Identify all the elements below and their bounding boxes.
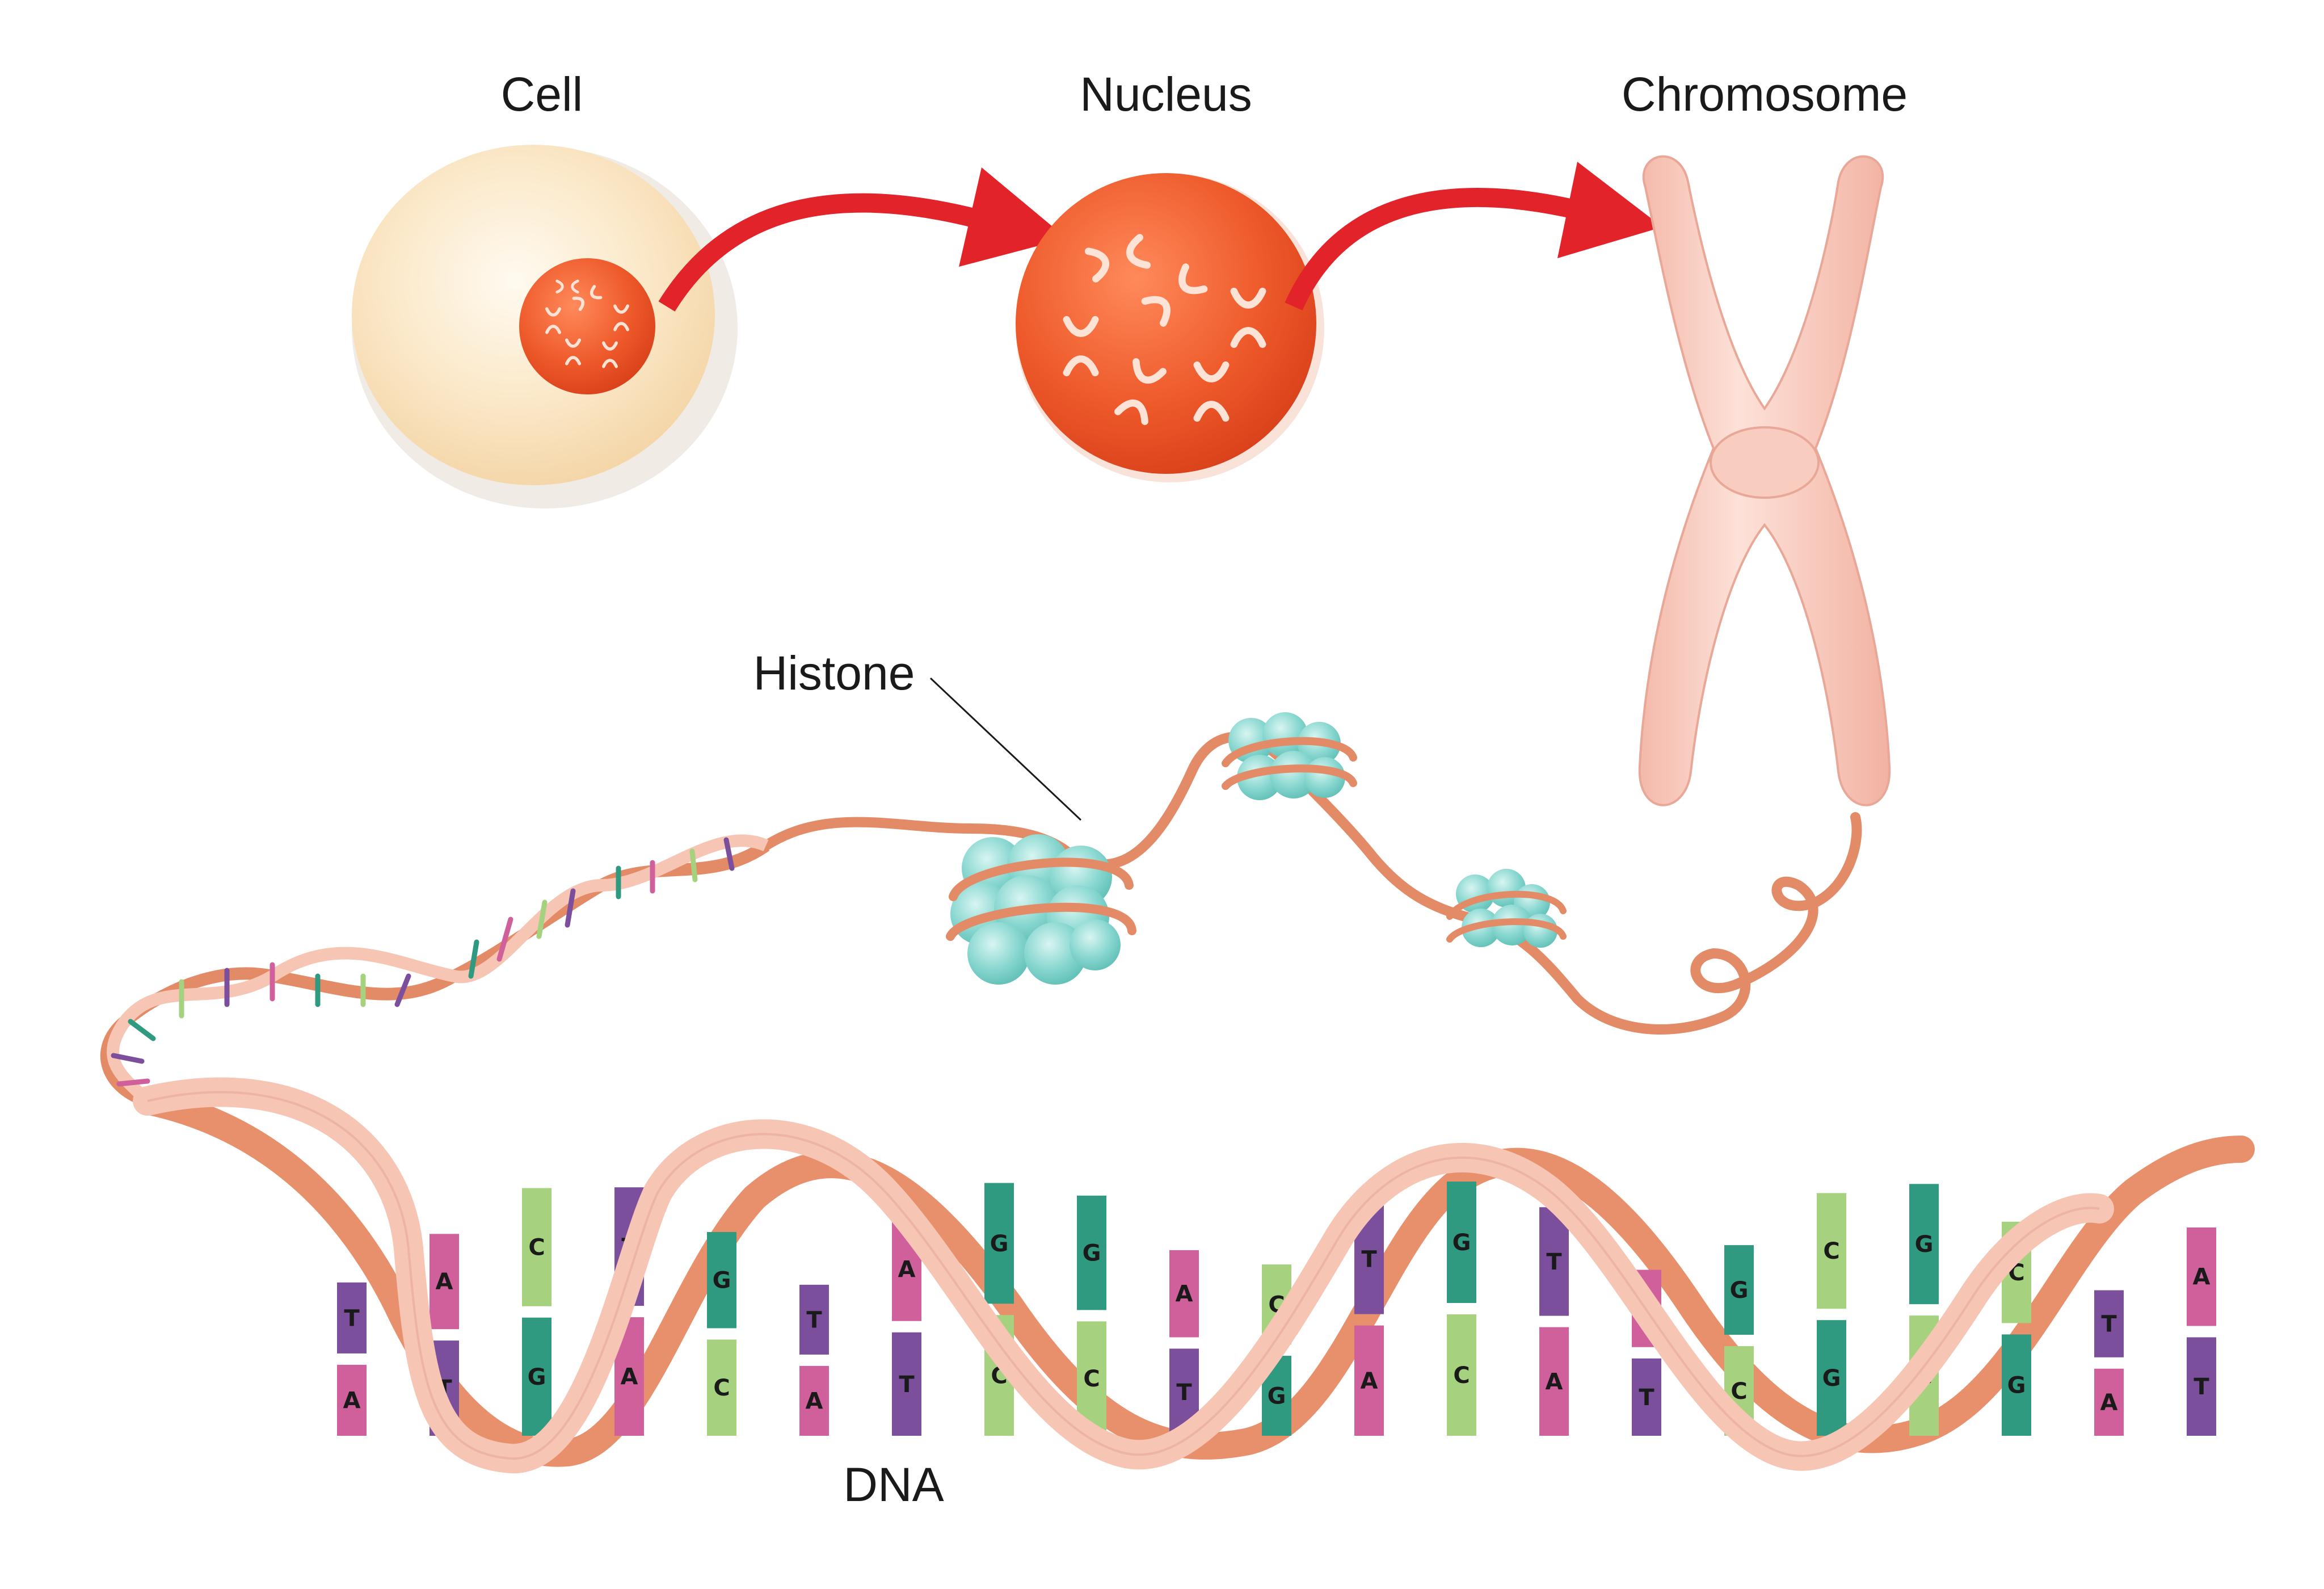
base-letter: A <box>2100 1390 2118 1416</box>
base-T <box>1539 1207 1569 1316</box>
base-pair: TA <box>2094 1290 2124 1436</box>
base-letter: C <box>1453 1363 1470 1389</box>
base-G <box>1724 1245 1754 1335</box>
base-letter: A <box>806 1388 823 1414</box>
base-pair: TA <box>799 1284 829 1436</box>
base-letter: G <box>2007 1373 2026 1399</box>
base-pair: CG <box>1817 1193 1846 1436</box>
base-letter: G <box>1730 1277 1749 1304</box>
base-letter: C <box>528 1235 545 1261</box>
base-letter: A <box>343 1388 361 1414</box>
histone-small <box>1446 869 1567 948</box>
base-letter: T <box>2101 1311 2117 1338</box>
base-letter: G <box>1915 1231 1934 1258</box>
base-pair: TA <box>1539 1207 1569 1436</box>
base-letter: T <box>1639 1385 1654 1411</box>
cell-label: Cell <box>501 68 583 121</box>
base-A <box>430 1234 459 1330</box>
base-G <box>1447 1182 1476 1304</box>
base-letter: T <box>344 1305 360 1331</box>
base-pair: AT <box>2187 1227 2216 1436</box>
base-letter: A <box>621 1364 638 1390</box>
nucleus <box>1016 173 1324 482</box>
base-pair: TA <box>337 1282 367 1436</box>
base-letter: G <box>713 1268 731 1294</box>
base-letter: G <box>1268 1384 1286 1410</box>
base-T <box>2094 1290 2124 1357</box>
base-G <box>707 1231 736 1329</box>
histone-label: Histone <box>753 646 915 700</box>
dna-label: DNA <box>843 1458 944 1511</box>
base-C <box>522 1188 551 1306</box>
base-letter: T <box>2194 1374 2209 1400</box>
base-A <box>799 1365 829 1436</box>
chromosome-label: Chromosome <box>1622 68 1908 121</box>
base-T <box>892 1332 921 1436</box>
base-A <box>337 1364 367 1436</box>
histone-large <box>946 834 1136 985</box>
dna-thin-coil <box>100 834 770 1107</box>
base-letter: T <box>806 1307 822 1333</box>
base-letter: G <box>990 1231 1009 1257</box>
histone-medium <box>1222 712 1357 800</box>
base-T <box>1632 1358 1661 1436</box>
base-G <box>522 1317 551 1436</box>
base-letter: C <box>713 1375 730 1401</box>
base-pair: AT <box>1169 1250 1199 1436</box>
base-A <box>1539 1327 1569 1436</box>
base-letter: T <box>1546 1249 1562 1275</box>
arrow-nucleus-to-chromosome <box>1285 162 1662 310</box>
cell-nucleus <box>519 258 655 394</box>
base-C <box>1447 1314 1476 1436</box>
base-letter: T <box>1361 1246 1377 1272</box>
nucleus-label: Nucleus <box>1080 68 1252 121</box>
chromosome <box>1638 155 1891 806</box>
base-letter: G <box>1822 1365 1841 1392</box>
base-G <box>1909 1184 1939 1305</box>
base-A <box>1354 1325 1384 1436</box>
base-letter: G <box>1452 1230 1471 1256</box>
base-letter: G <box>528 1364 546 1390</box>
dna-helix: TAATCGTAGCTAATGCGCATCGTAGCTAATGCCGGCCGTA… <box>133 1077 2255 1474</box>
histone-leader-line <box>929 677 1082 821</box>
base-letter: C <box>1823 1238 1839 1264</box>
base-pair: GC <box>707 1231 736 1436</box>
base-letter: A <box>2193 1264 2211 1290</box>
base-T <box>337 1282 367 1353</box>
base-letter: A <box>1361 1368 1378 1394</box>
base-A <box>2187 1227 2216 1326</box>
base-G <box>2002 1334 2031 1436</box>
base-G <box>1817 1320 1846 1436</box>
base-C <box>707 1339 736 1436</box>
base-letter: T <box>1176 1380 1192 1406</box>
cell <box>352 145 738 508</box>
base-letter: A <box>436 1269 453 1295</box>
base-letter: A <box>898 1257 916 1283</box>
base-letter: T <box>899 1372 915 1398</box>
base-pair: GC <box>1077 1195 1106 1436</box>
base-letter: C <box>1083 1366 1100 1392</box>
base-G <box>984 1183 1014 1304</box>
base-letter: G <box>1083 1241 1101 1267</box>
base-T <box>2187 1337 2216 1436</box>
base-pair: GC <box>1447 1182 1476 1436</box>
base-T <box>799 1284 829 1355</box>
base-pair: CG <box>522 1188 551 1436</box>
base-A <box>1169 1250 1199 1338</box>
base-A <box>2094 1368 2124 1436</box>
base-C <box>1817 1193 1846 1309</box>
base-letter: C <box>1731 1378 1747 1405</box>
base-letter: A <box>1176 1281 1193 1308</box>
base-G <box>1077 1195 1106 1310</box>
base-letter: A <box>1546 1369 1563 1395</box>
